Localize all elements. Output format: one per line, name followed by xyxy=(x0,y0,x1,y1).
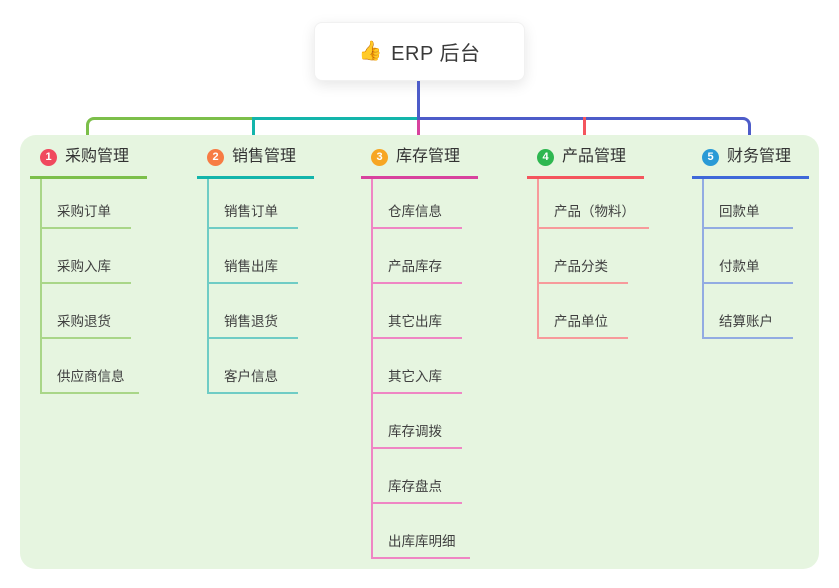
node-sales-return[interactable]: 销售退货 xyxy=(209,284,298,339)
node-label: 库存盘点 xyxy=(388,479,442,494)
connector-corner-finance xyxy=(721,117,751,144)
root-title: ERP 后台 xyxy=(391,43,481,65)
connector-drop-sales xyxy=(252,117,255,144)
branch-sales: 2 销售管理 销售订单 销售出库 销售退货 客户信息 xyxy=(197,146,315,394)
node-warehouse-info[interactable]: 仓库信息 xyxy=(373,179,462,229)
node-label: 产品（物料） xyxy=(554,204,635,219)
branch-head-sales[interactable]: 2 销售管理 xyxy=(197,146,315,179)
node-label: 其它入库 xyxy=(388,369,442,384)
branch-finance: 5 财务管理 回款单 付款单 结算账户 xyxy=(692,146,810,339)
node-customer-info[interactable]: 客户信息 xyxy=(209,339,298,394)
node-label: 产品库存 xyxy=(388,259,442,274)
branch-inventory: 3 库存管理 仓库信息 产品库存 其它出库 其它入库 库存调拨 库存盘点 出库库… xyxy=(361,146,479,559)
thumbs-up-icon: 👍 xyxy=(358,41,383,62)
node-collection-note[interactable]: 回款单 xyxy=(704,179,793,229)
node-label: 库存调拨 xyxy=(388,424,442,439)
branch-number-badge: 4 xyxy=(537,148,554,166)
branch-head-inventory[interactable]: 3 库存管理 xyxy=(361,146,479,179)
branch-product: 4 产品管理 产品（物料） 产品分类 产品单位 xyxy=(527,146,649,339)
branch-title: 销售管理 xyxy=(232,148,297,165)
connector-trunk xyxy=(417,81,420,120)
branch-title: 采购管理 xyxy=(65,148,130,165)
node-purchase-order[interactable]: 采购订单 xyxy=(42,179,131,229)
node-label: 采购订单 xyxy=(57,204,111,219)
branch-items-purchase: 采购订单 采购入库 采购退货 供应商信息 xyxy=(40,179,139,394)
node-label: 结算账户 xyxy=(719,314,773,329)
branch-head-product[interactable]: 4 产品管理 xyxy=(527,146,645,179)
connector-drop-inventory xyxy=(417,119,420,147)
node-label: 仓库信息 xyxy=(388,204,442,219)
node-stock-transfer[interactable]: 库存调拨 xyxy=(373,394,462,449)
branch-title: 产品管理 xyxy=(562,148,627,165)
node-label: 其它出库 xyxy=(388,314,442,329)
node-label: 供应商信息 xyxy=(57,369,125,384)
node-product-material[interactable]: 产品（物料） xyxy=(539,179,649,229)
root-node[interactable]: 👍 ERP 后台 xyxy=(314,22,525,81)
connector-bus-sales xyxy=(252,117,418,120)
node-purchase-inbound[interactable]: 采购入库 xyxy=(42,229,131,284)
node-label: 采购退货 xyxy=(57,314,111,329)
connector-corner-purchase xyxy=(86,117,114,144)
node-label: 销售订单 xyxy=(224,204,278,219)
node-other-inbound[interactable]: 其它入库 xyxy=(373,339,462,394)
node-label: 销售出库 xyxy=(224,259,278,274)
branch-number-badge: 2 xyxy=(207,148,224,166)
branch-items-inventory: 仓库信息 产品库存 其它出库 其它入库 库存调拨 库存盘点 出库库明细 xyxy=(371,179,470,559)
node-sales-outbound[interactable]: 销售出库 xyxy=(209,229,298,284)
node-label: 产品单位 xyxy=(554,314,608,329)
node-label: 付款单 xyxy=(719,259,760,274)
branch-purchase: 1 采购管理 采购订单 采购入库 采购退货 供应商信息 xyxy=(30,146,148,394)
node-other-outbound[interactable]: 其它出库 xyxy=(373,284,462,339)
branch-number-badge: 3 xyxy=(371,148,388,166)
node-payment-note[interactable]: 付款单 xyxy=(704,229,793,284)
branch-items-product: 产品（物料） 产品分类 产品单位 xyxy=(537,179,649,339)
connector-bus-purchase xyxy=(112,117,255,120)
node-label: 出库库明细 xyxy=(388,534,456,549)
node-label: 产品分类 xyxy=(554,259,608,274)
connector-bus-finance xyxy=(417,117,723,120)
node-label: 销售退货 xyxy=(224,314,278,329)
node-stock-count[interactable]: 库存盘点 xyxy=(373,449,462,504)
connector-drop-product xyxy=(583,117,586,144)
node-purchase-return[interactable]: 采购退货 xyxy=(42,284,131,339)
map-background xyxy=(20,135,819,569)
node-sales-order[interactable]: 销售订单 xyxy=(209,179,298,229)
node-supplier-info[interactable]: 供应商信息 xyxy=(42,339,139,394)
branch-items-sales: 销售订单 销售出库 销售退货 客户信息 xyxy=(207,179,298,394)
branch-title: 财务管理 xyxy=(727,148,792,165)
node-settlement-account[interactable]: 结算账户 xyxy=(704,284,793,339)
node-product-category[interactable]: 产品分类 xyxy=(539,229,628,284)
branch-head-purchase[interactable]: 1 采购管理 xyxy=(30,146,148,179)
node-product-unit[interactable]: 产品单位 xyxy=(539,284,628,339)
node-product-stock[interactable]: 产品库存 xyxy=(373,229,462,284)
branch-number-badge: 5 xyxy=(702,148,719,166)
branch-number-badge: 1 xyxy=(40,148,57,166)
branch-head-finance[interactable]: 5 财务管理 xyxy=(692,146,810,179)
node-label: 回款单 xyxy=(719,204,760,219)
node-label: 采购入库 xyxy=(57,259,111,274)
node-outbound-detail[interactable]: 出库库明细 xyxy=(373,504,470,559)
node-label: 客户信息 xyxy=(224,369,278,384)
branch-title: 库存管理 xyxy=(396,148,461,165)
branch-items-finance: 回款单 付款单 结算账户 xyxy=(702,179,793,339)
